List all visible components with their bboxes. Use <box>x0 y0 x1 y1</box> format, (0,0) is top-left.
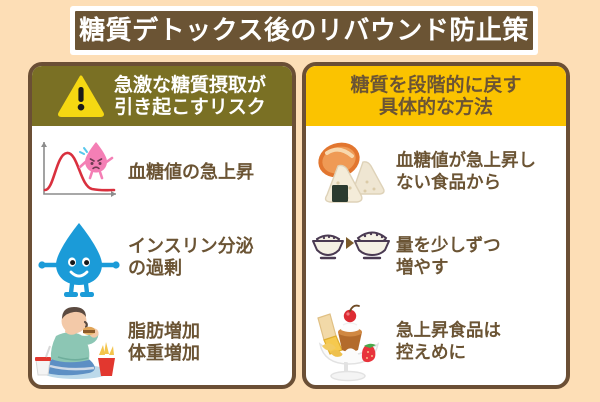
panel-howto-header-text: 糖質を段階的に戻す 具体的な方法 <box>350 73 522 118</box>
list-item-label: 血糖値の急上昇 <box>128 161 254 183</box>
list-item: インスリン分泌 の過剰 <box>32 215 292 300</box>
panel-risks-header: 急激な糖質摂取が 引き起こすリスク <box>32 66 292 126</box>
list-item-label: 急上昇食品は 控えめに <box>396 321 501 363</box>
page-title: 糖質デトックス後のリバウンド防止策 <box>79 15 529 46</box>
two-rice-bowls-increasing-icon <box>310 221 390 295</box>
panel-howto: 糖質を段階的に戻す 具体的な方法 <box>302 62 570 389</box>
list-item: 量を少しずつ 増やす <box>306 215 566 300</box>
parfait-dessert-icon <box>310 304 390 381</box>
panel-howto-header: 糖質を段階的に戻す 具体的な方法 <box>306 66 566 126</box>
list-item-label: 量を少しずつ 増やす <box>396 236 501 278</box>
page-title-band: 糖質デトックス後のリバウンド防止策 <box>70 6 538 55</box>
panel-risks: 急激な糖質摂取が 引き起こすリスク <box>28 62 296 389</box>
list-item-label: インスリン分泌 の過剰 <box>128 235 254 279</box>
list-item: 血糖値が急上昇し ない食品から <box>306 130 566 215</box>
blood-sugar-spike-chart-icon <box>36 136 122 210</box>
list-item: 血糖値の急上昇 <box>32 130 292 215</box>
list-item: 脂肪増加 体重増加 <box>32 300 292 385</box>
panel-howto-body: 血糖値が急上昇し ない食品から <box>306 126 566 385</box>
warning-triangle-icon <box>57 75 104 117</box>
list-item-label: 血糖値が急上昇し ない食品から <box>396 151 536 193</box>
blue-water-drop-character-icon <box>36 221 122 297</box>
overweight-person-eating-fast-food-icon <box>35 306 122 380</box>
panel-risks-body: 血糖値の急上昇 <box>32 126 292 385</box>
list-item: 急上昇食品は 控えめに <box>306 300 566 385</box>
bread-and-onigiri-icon <box>310 136 390 210</box>
page-title-inner: 糖質デトックス後のリバウンド防止策 <box>75 11 533 50</box>
panel-risks-header-text: 急激な糖質摂取が 引き起こすリスク <box>113 73 266 118</box>
list-item-label: 脂肪増加 体重増加 <box>128 320 200 364</box>
